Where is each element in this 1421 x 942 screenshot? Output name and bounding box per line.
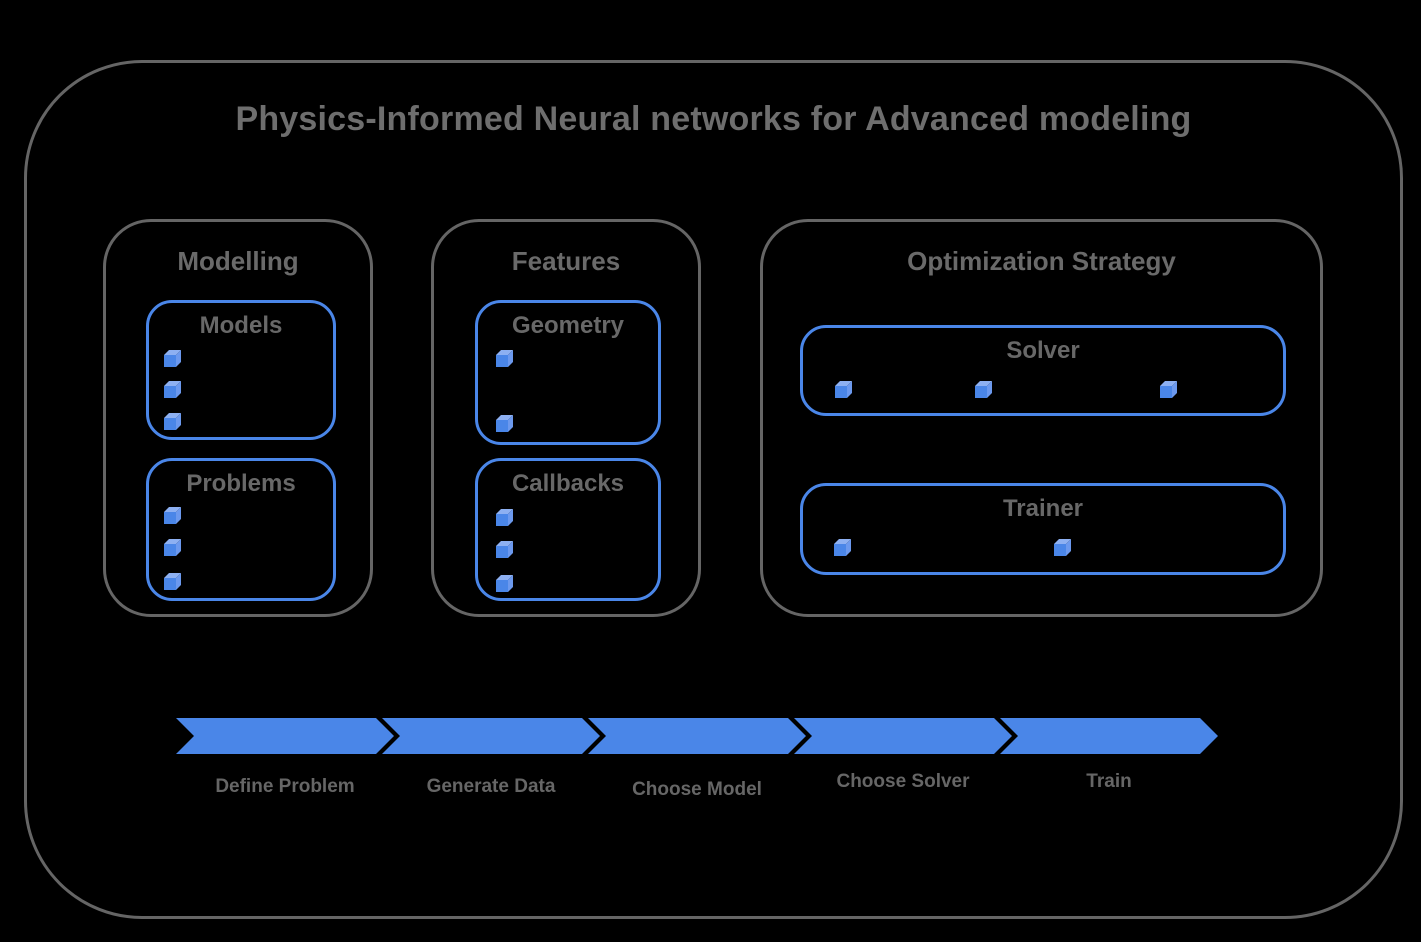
- box-geometry: Geometry: [475, 300, 661, 445]
- cube-bullet-icon: [496, 420, 508, 432]
- cube-bullet-icon: [164, 355, 176, 367]
- cube-bullet-icon: [496, 355, 508, 367]
- flow-step-label-train: Train: [1086, 771, 1132, 792]
- section-modelling: Modelling Models Problems: [103, 219, 373, 617]
- box-callbacks-label: Callbacks: [511, 470, 625, 497]
- box-problems: Problems: [146, 458, 336, 601]
- section-optimization-strategy-label: Optimization Strategy: [907, 246, 1176, 276]
- section-features-label: Features: [511, 246, 621, 276]
- box-solver: Solver: [800, 325, 1286, 416]
- cube-bullet-icon: [834, 544, 846, 556]
- cube-bullet-icon: [1054, 544, 1066, 556]
- flow-step-label-choose-model: Choose Model: [632, 779, 762, 800]
- cube-bullet-icon: [975, 386, 987, 398]
- flow-step-label-choose-solver: Choose Solver: [836, 771, 970, 792]
- cube-bullet-icon: [164, 544, 176, 556]
- flow-arrow-segment-1: [176, 718, 394, 754]
- cube-bullet-icon: [164, 578, 176, 590]
- cube-bullet-icon: [496, 580, 508, 592]
- cube-bullet-icon: [1160, 386, 1172, 398]
- box-solver-label: Solver: [1006, 337, 1080, 364]
- flow-step-label-define-problem: Define Problem: [215, 776, 355, 797]
- box-trainer-label: Trainer: [1002, 495, 1084, 522]
- flow-arrow-segment-4: [794, 718, 1012, 754]
- box-problems-label: Problems: [186, 470, 296, 497]
- box-trainer: Trainer: [800, 483, 1286, 575]
- box-models: Models: [146, 300, 336, 440]
- box-models-label: Models: [199, 312, 283, 339]
- cube-bullet-icon: [164, 418, 176, 430]
- box-callbacks: Callbacks: [475, 458, 661, 601]
- diagram-title: Physics-Informed Neural networks for Adv…: [235, 100, 1192, 138]
- flow-step-label-generate-data: Generate Data: [426, 776, 556, 797]
- flow-arrow-segment-3: [588, 718, 806, 754]
- section-modelling-label: Modelling: [177, 246, 299, 276]
- outer-frame: [24, 60, 1403, 919]
- cube-bullet-icon: [164, 386, 176, 398]
- section-features: Features Geometry Callbacks: [431, 219, 701, 617]
- cube-bullet-icon: [496, 546, 508, 558]
- cube-bullet-icon: [835, 386, 847, 398]
- flow-arrow-segment-2: [382, 718, 600, 754]
- box-geometry-label: Geometry: [511, 312, 625, 339]
- cube-bullet-icon: [164, 512, 176, 524]
- section-optimization-strategy: Optimization Strategy Solver Trainer: [760, 219, 1323, 617]
- cube-bullet-icon: [496, 514, 508, 526]
- flow-arrow-segment-5: [1000, 718, 1218, 754]
